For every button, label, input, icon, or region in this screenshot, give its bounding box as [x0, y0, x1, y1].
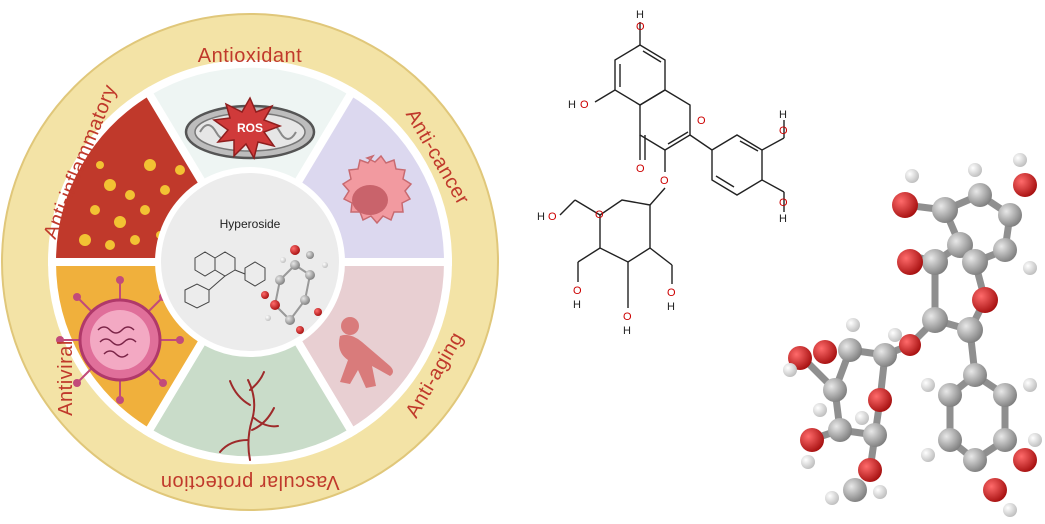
center-2d-structure — [184, 251, 266, 309]
svg-text:O: O — [667, 287, 676, 299]
sector-antioxidant — [142, 59, 358, 270]
hyperoside-2d-structure: H O O H O O O H O H O O O H O H O H O H — [537, 9, 788, 337]
svg-text:O: O — [548, 211, 557, 223]
svg-text:H: H — [537, 211, 545, 223]
hyperoside-3d-model — [783, 153, 1042, 517]
label-antiviral: Antiviral — [55, 340, 77, 416]
3d-atoms — [783, 153, 1042, 517]
aging-body-icon — [339, 317, 393, 388]
svg-text:H: H — [573, 299, 581, 311]
activity-wheel: ROS — [1, 13, 499, 511]
svg-text:O: O — [779, 125, 788, 137]
label-vascular-protection: Vascular protection — [160, 471, 339, 493]
center-3d-model — [261, 245, 328, 334]
2d-atom-labels: H O O H O O O H O H O O O H O H O H O H — [537, 9, 788, 337]
svg-text:H: H — [623, 325, 631, 337]
svg-text:H: H — [667, 301, 675, 313]
svg-text:O: O — [623, 311, 632, 323]
svg-text:H: H — [636, 9, 644, 21]
svg-text:O: O — [595, 209, 604, 221]
svg-text:O: O — [636, 163, 645, 175]
svg-text:O: O — [580, 99, 589, 111]
svg-text:O: O — [779, 197, 788, 209]
center-disc — [155, 167, 345, 357]
center-title: Hyperoside — [220, 217, 281, 231]
svg-text:H: H — [568, 99, 576, 111]
label-antioxidant: Antioxidant — [198, 45, 302, 67]
svg-text:H: H — [779, 213, 787, 225]
svg-text:H: H — [779, 109, 787, 121]
svg-text:O: O — [697, 115, 706, 127]
cancer-cell-icon — [341, 154, 413, 225]
svg-text:O: O — [573, 285, 582, 297]
svg-text:O: O — [636, 21, 645, 33]
ros-label: ROS — [237, 121, 263, 135]
svg-text:O: O — [660, 175, 669, 187]
blood-vessel-icon — [219, 371, 279, 461]
mitochondria-icon: ROS — [184, 96, 316, 160]
